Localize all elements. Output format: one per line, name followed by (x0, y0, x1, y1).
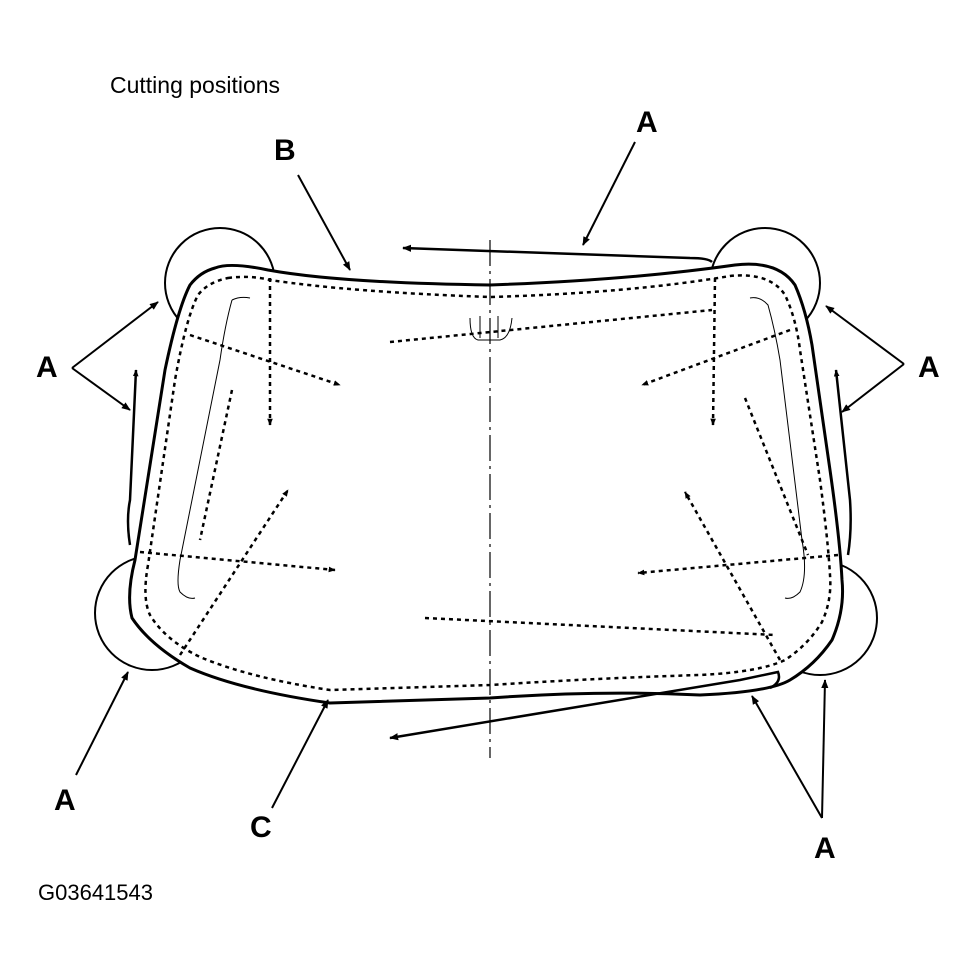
leader-a-left-1 (71, 301, 159, 369)
ceramic-border-line (177, 296, 806, 599)
leader-b (297, 174, 351, 271)
cut-line-top (389, 308, 713, 344)
leader-a-top (582, 141, 636, 246)
cut-arrow-5 (139, 550, 336, 573)
mirror-mount (469, 317, 513, 341)
leader-c (271, 699, 329, 809)
leader-a-bottom-left (75, 671, 129, 776)
leader-a-bottom-right-2 (821, 679, 829, 819)
label-b: B (274, 134, 296, 167)
label-a-bottom-right: A (814, 832, 836, 865)
side-molding-right (833, 369, 852, 556)
leader-a-left-2 (71, 367, 131, 411)
cutting-line-inner (144, 274, 832, 692)
leader-a-bottom-right-1 (751, 695, 823, 819)
cut-arrow-6 (637, 553, 839, 576)
leader-a-right-2 (841, 363, 905, 413)
cut-arrow-2 (189, 333, 341, 387)
bottom-cut-arrow (389, 670, 781, 741)
windshield-outline (128, 262, 844, 705)
cut-arrow-8 (683, 491, 782, 661)
label-a-top: A (636, 106, 658, 139)
cut-line-bottom (424, 616, 776, 637)
figure-id: G03641543 (38, 880, 153, 905)
top-cut-arrow (402, 244, 713, 263)
diagram-title: Cutting positions (110, 72, 281, 98)
label-a-right: A (918, 351, 940, 384)
cut-arrow-3 (710, 277, 717, 426)
side-molding-left (126, 369, 139, 546)
cut-line-left (198, 389, 234, 541)
label-c: C (250, 811, 272, 844)
label-a-left: A (36, 351, 58, 384)
label-a-bottom-left: A (54, 784, 76, 817)
cut-arrow-4 (641, 328, 791, 387)
leader-a-right-1 (825, 305, 905, 365)
cut-arrow-7 (178, 489, 290, 656)
